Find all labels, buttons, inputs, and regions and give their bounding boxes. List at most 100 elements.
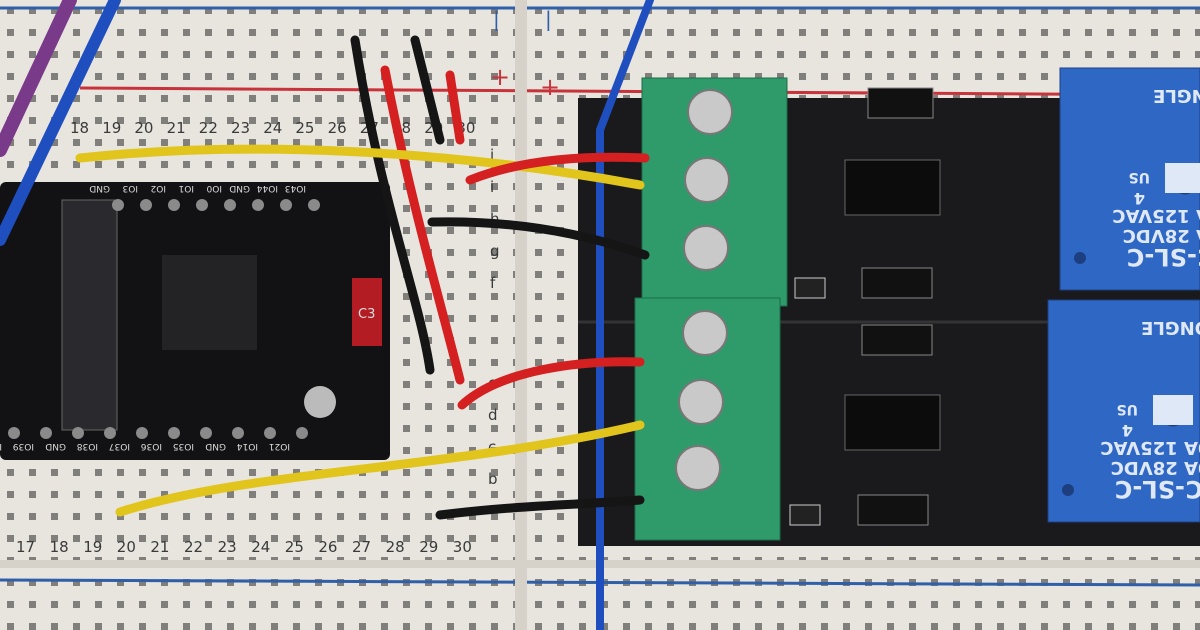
row-number: 27 xyxy=(352,538,371,556)
pin-label: IO35 xyxy=(173,441,194,451)
pin-label: IO14 xyxy=(237,441,258,451)
ul-mark-icon xyxy=(1165,163,1200,193)
pin-label: GND xyxy=(45,441,66,451)
row-number: 18 xyxy=(70,119,89,137)
row-number: 25 xyxy=(285,538,304,556)
mcu-chip xyxy=(162,255,257,350)
pin-label: GND xyxy=(229,183,250,193)
relay-model: DC-SL-C xyxy=(1115,475,1200,503)
header-pin xyxy=(72,427,84,439)
header-pin xyxy=(232,427,244,439)
header-pin xyxy=(168,427,180,439)
header-pin xyxy=(168,199,180,211)
row-number: 28 xyxy=(386,538,405,556)
red-wire xyxy=(457,357,645,410)
pin-label: IO44 xyxy=(257,183,278,193)
relay: DC-SL-C10A 28VDC10A 125VACSONGLECUS4 xyxy=(1059,67,1200,291)
header-pin xyxy=(40,427,52,439)
black-wire xyxy=(410,35,445,145)
row-number: 20 xyxy=(134,119,153,137)
antenna-connector xyxy=(304,386,336,418)
yellow-wire xyxy=(75,144,645,190)
row-number: 21 xyxy=(150,538,169,556)
row-number: 22 xyxy=(199,119,218,137)
pin-label: IO1 xyxy=(179,183,194,193)
relay-rating-ac: 10A 125VAC xyxy=(1112,205,1200,226)
pin-label: GND xyxy=(89,183,110,193)
header-pin xyxy=(140,199,152,211)
row-number: 20 xyxy=(117,538,136,556)
terminal-block xyxy=(634,77,788,541)
row-letter: b xyxy=(488,470,498,488)
blue-wire xyxy=(596,0,654,630)
optocoupler xyxy=(844,159,941,451)
pin-label: IO38 xyxy=(77,441,98,451)
row-number: 24 xyxy=(251,538,270,556)
rail-plus-label: + xyxy=(540,73,560,101)
header-pin xyxy=(224,199,236,211)
red-wire xyxy=(445,70,465,145)
header-pin xyxy=(264,427,276,439)
rail-minus-label: | xyxy=(545,7,552,31)
relay-brand: SONGLE xyxy=(1153,85,1200,106)
header-pin xyxy=(296,427,308,439)
pin-label: IO21 xyxy=(269,441,290,451)
row-number: 21 xyxy=(167,119,186,137)
header-pin xyxy=(112,199,124,211)
red-wire xyxy=(465,152,650,185)
black-wire xyxy=(435,495,645,520)
fuse-label: C3 xyxy=(358,307,375,322)
pin-label: IO40 xyxy=(0,441,2,451)
pin-label: IO3 xyxy=(123,183,138,193)
header-pin xyxy=(196,199,208,211)
pin-label: GND xyxy=(205,441,226,451)
header-pin xyxy=(252,199,264,211)
pin-label: IO39 xyxy=(13,441,34,451)
row-letter: g xyxy=(490,242,500,260)
row-number: 23 xyxy=(218,538,237,556)
ribbon-connector xyxy=(61,199,118,431)
header-pin xyxy=(308,199,320,211)
relay-rating-dc: 10A 28VDC xyxy=(1111,457,1200,478)
header-pin xyxy=(280,199,292,211)
yellow-wire xyxy=(115,420,645,517)
row-number: 26 xyxy=(318,538,337,556)
row-letter: j xyxy=(489,146,494,164)
relay-pin-number: 4 xyxy=(1122,421,1133,440)
row-number: 19 xyxy=(83,538,102,556)
relay-cert-us: US xyxy=(1117,401,1138,417)
relay-model: DC-SL-C xyxy=(1127,243,1200,271)
relay-rating-ac: 10A 125VAC xyxy=(1100,437,1200,458)
relay: DC-SL-C10A 28VDC10A 125VACSONGLECUS4 xyxy=(1047,299,1200,523)
pin-label: IO0 xyxy=(206,183,222,193)
row-letter: f xyxy=(490,274,496,292)
purple-wire xyxy=(0,0,77,157)
pin-label: IO43 xyxy=(285,183,306,193)
row-letter: c xyxy=(488,438,496,456)
row-number: 19 xyxy=(102,119,121,137)
fuse xyxy=(352,278,382,346)
row-letter: i xyxy=(490,178,494,196)
ul-mark-icon xyxy=(1153,395,1193,425)
row-number: 26 xyxy=(328,119,347,137)
red-wire xyxy=(380,65,465,385)
row-number: 23 xyxy=(231,119,250,137)
row-number: 25 xyxy=(295,119,314,137)
row-number: 24 xyxy=(263,119,282,137)
header-pin xyxy=(8,427,20,439)
header-pin xyxy=(200,427,212,439)
row-number: 30 xyxy=(453,538,472,556)
blue-wire xyxy=(0,0,121,246)
relay-rating-dc: 10A 28VDC xyxy=(1123,225,1200,246)
jumper xyxy=(857,87,934,526)
rail-plus-label: + xyxy=(490,63,510,91)
header-pin xyxy=(104,427,116,439)
led xyxy=(789,277,826,526)
pin-label: IO37 xyxy=(109,441,130,451)
row-number: 17 xyxy=(16,538,35,556)
black-wire xyxy=(350,35,435,375)
relay-brand: SONGLE xyxy=(1141,317,1200,338)
black-wire xyxy=(427,217,650,260)
red-rail-top xyxy=(79,86,1200,97)
